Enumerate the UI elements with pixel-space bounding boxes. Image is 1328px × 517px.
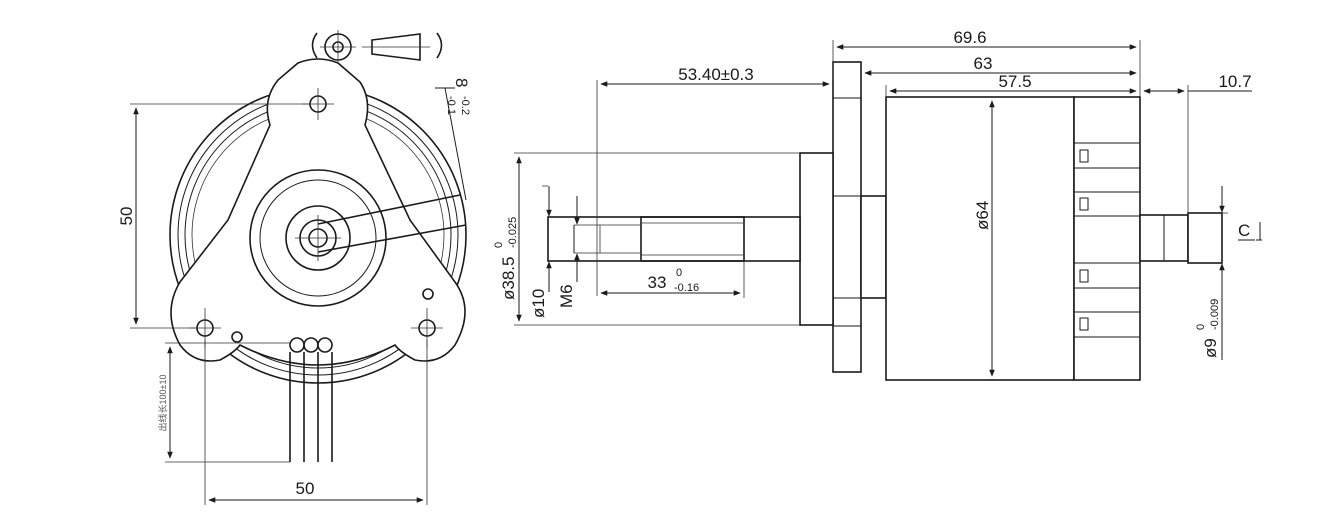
- hub-circle-inner: [285, 205, 351, 271]
- side-view: 69.6 63 57.5 10.7 53.40±0.3 33 0 -0.16 ø…: [493, 28, 1262, 381]
- hub-circle-mid: [259, 179, 377, 297]
- flange-neck: [860, 195, 887, 299]
- tol-sign: -0.2: [459, 96, 471, 115]
- tol-value: 8: [452, 78, 471, 87]
- pilot-boss: [799, 152, 834, 326]
- dim-rear-tol-lower: -0.009: [1209, 299, 1221, 330]
- dim-shaft-len-label: 53.40±0.3: [678, 65, 754, 84]
- dim-body57-label: 57.5: [998, 72, 1031, 91]
- dim-body63-label: 63: [974, 54, 993, 73]
- front-view: 50 50 出线长100±10 8 -0.2 -0.1: [117, 30, 471, 505]
- dim-pilot-tol-upper: 0: [493, 242, 505, 248]
- shaft-thread: [640, 216, 745, 262]
- flange-plate: [832, 61, 862, 373]
- triangular-flange: [170, 58, 466, 366]
- dim-thread-len-label: 33: [648, 273, 667, 292]
- projection-symbol: [311, 30, 443, 64]
- small-hole-right: [422, 288, 434, 300]
- small-hole-left: [231, 331, 243, 343]
- dim-rear-tol-upper: 0: [1195, 324, 1207, 330]
- dim-height-label: 50: [117, 207, 136, 226]
- dim-rear-shaft-label: 10.7: [1218, 72, 1251, 91]
- output-shaft: [547, 216, 801, 262]
- dim-lead-label: 出线长100±10: [157, 375, 168, 432]
- dim-pilot-tol-lower: -0.025: [507, 217, 519, 248]
- dim-overall-label: 69.6: [953, 28, 986, 47]
- motor-body: [885, 96, 1075, 381]
- cable-outlet: [289, 337, 333, 462]
- rear-shaft-end: [1187, 212, 1223, 264]
- dim-thread-tol-upper: 0: [676, 267, 682, 279]
- dim-width-label: 50: [296, 479, 315, 498]
- tol-bottom: -0.1: [445, 96, 457, 115]
- dim-thread-label: M6: [557, 284, 576, 308]
- rear-fins: [1073, 96, 1141, 381]
- hub-circle-outer: [249, 169, 387, 307]
- dim-rear-dia-label: ø9: [1201, 338, 1220, 358]
- dim-pilot-dia-label: ø38.5: [499, 257, 518, 300]
- dim-thread-tol-lower: -0.16: [674, 282, 699, 294]
- dim-shaft-dia-label: ø10: [529, 289, 548, 318]
- dim-body-dia-label: ø64: [973, 201, 992, 230]
- section-label: C: [1238, 221, 1250, 240]
